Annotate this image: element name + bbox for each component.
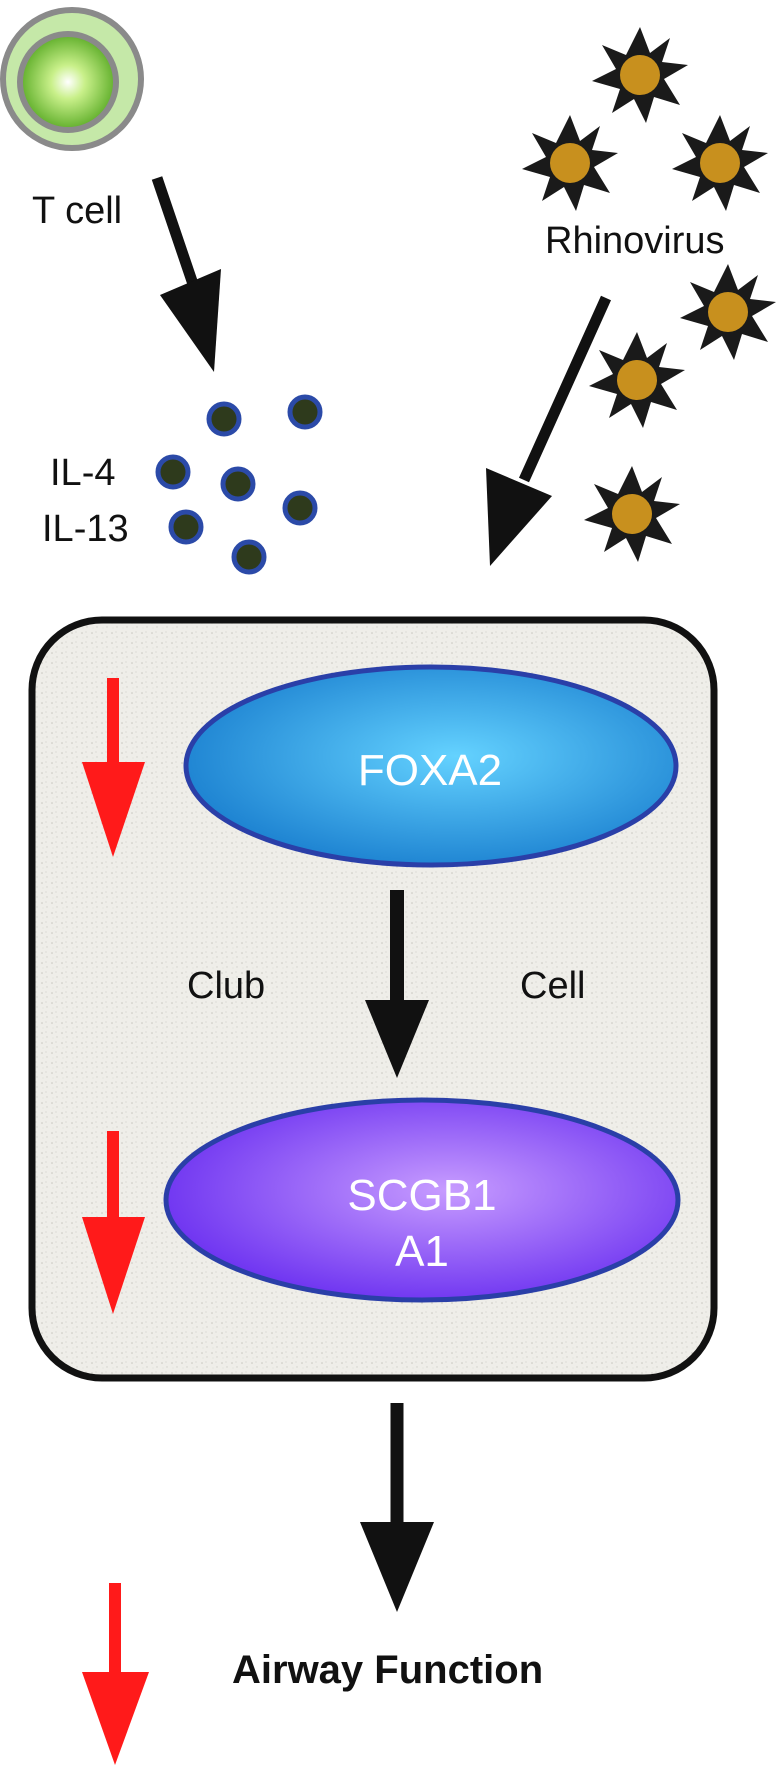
cytokine-dot-icon xyxy=(155,394,323,575)
airway-function-label: Airway Function xyxy=(232,1648,544,1692)
foxa2-label: FOXA2 xyxy=(357,746,503,795)
scgb1a1-label: SCGB1 A1 xyxy=(166,1168,678,1280)
t-cell-icon xyxy=(0,7,144,151)
arrow-tcell-to-cytokines xyxy=(151,176,221,372)
arrow-rhinovirus-to-cell xyxy=(486,295,612,566)
rhinovirus-icon xyxy=(522,27,776,562)
foxa2-node xyxy=(183,664,679,868)
scgb1a1-label-line2: A1 xyxy=(395,1227,449,1276)
red-decrease-arrow-foxa2 xyxy=(82,678,145,857)
red-decrease-arrow-airway xyxy=(82,1583,149,1765)
club-label: Club xyxy=(187,965,266,1007)
cell-label: Cell xyxy=(520,965,586,1007)
arrow-foxa2-to-scgb1a1 xyxy=(365,890,429,1078)
arrow-cell-to-airway xyxy=(360,1403,434,1612)
scgb1a1-node xyxy=(163,1097,681,1303)
il4-label: IL-4 xyxy=(50,452,116,494)
red-decrease-arrow-scgb1a1 xyxy=(82,1131,145,1314)
il13-label: IL-13 xyxy=(42,508,129,550)
rhinovirus-label: Rhinovirus xyxy=(545,220,725,262)
t-cell-label: T cell xyxy=(32,190,123,232)
scgb1a1-label-line1: SCGB1 xyxy=(347,1171,497,1220)
